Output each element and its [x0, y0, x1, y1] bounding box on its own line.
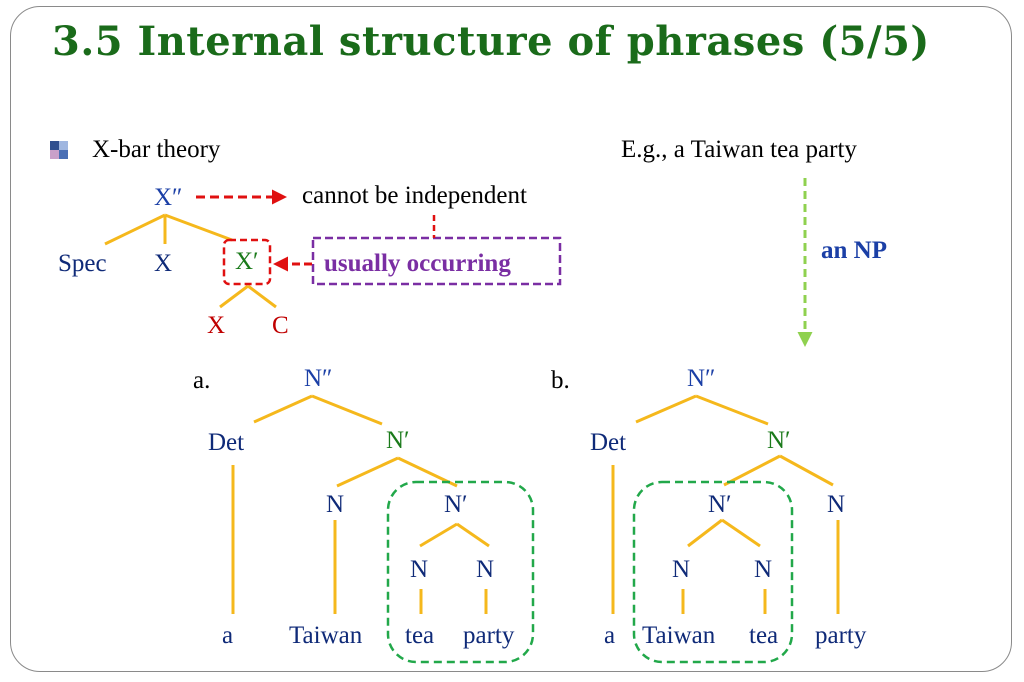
note-independent: cannot be independent [302, 182, 527, 209]
tree-a-word-a: a [222, 622, 234, 649]
tree-a-nbar2: N′ [444, 491, 468, 518]
example-text: E.g., a Taiwan tea party [621, 136, 857, 163]
schema-spec: Spec [58, 250, 107, 277]
tree-a-nbar: N′ [386, 427, 410, 454]
tree-a-word-tea: tea [405, 622, 435, 649]
bullet-text: X-bar theory [92, 136, 221, 163]
note-purple-box [311, 236, 562, 286]
tree-b-green-box [632, 480, 794, 664]
tree-b-n: N [827, 491, 846, 518]
xbar-red-box [222, 238, 272, 286]
schema-xbar: X′ [235, 248, 259, 275]
tree-a-det: Det [208, 429, 245, 456]
arrow-label-np: an NP [821, 237, 887, 264]
tree-b-label: b. [551, 367, 570, 394]
tree-b-n1: N [672, 556, 691, 583]
tree-b-word-a: a [604, 622, 616, 649]
tree-b-word-tea: tea [749, 622, 779, 649]
tree-b-n2: N [754, 556, 773, 583]
tree-b-det: Det [590, 429, 627, 456]
schema-c: C [272, 312, 289, 339]
schema-root: X″ [154, 184, 183, 211]
tree-a-label: a. [193, 367, 211, 394]
tree-b-nbar2: N′ [708, 491, 732, 518]
bullet-square-icon [50, 141, 68, 159]
tree-a-green-box [386, 480, 535, 664]
schema-x: X [207, 312, 226, 339]
slide-title: 3.5 Internal structure of phrases (5/5) [52, 18, 930, 65]
tree-a-n: N [326, 491, 345, 518]
note-occurring: usually occurring [324, 250, 511, 277]
tree-b-word-party: party [815, 622, 867, 649]
tree-a-root: N″ [304, 365, 333, 392]
schema-branches [104, 213, 277, 309]
tree-a-n2: N [476, 556, 495, 583]
schema-head: X [154, 250, 173, 277]
tree-a-n1: N [410, 556, 429, 583]
tree-b-nbar: N′ [767, 427, 791, 454]
tree-b-branches [611, 394, 840, 614]
tree-a-word-party: party [463, 622, 515, 649]
tree-b-word-taiwan: Taiwan [642, 622, 716, 649]
tree-b-root: N″ [687, 365, 716, 392]
slide-frame [10, 6, 1012, 672]
tree-a-word-taiwan: Taiwan [289, 622, 363, 649]
